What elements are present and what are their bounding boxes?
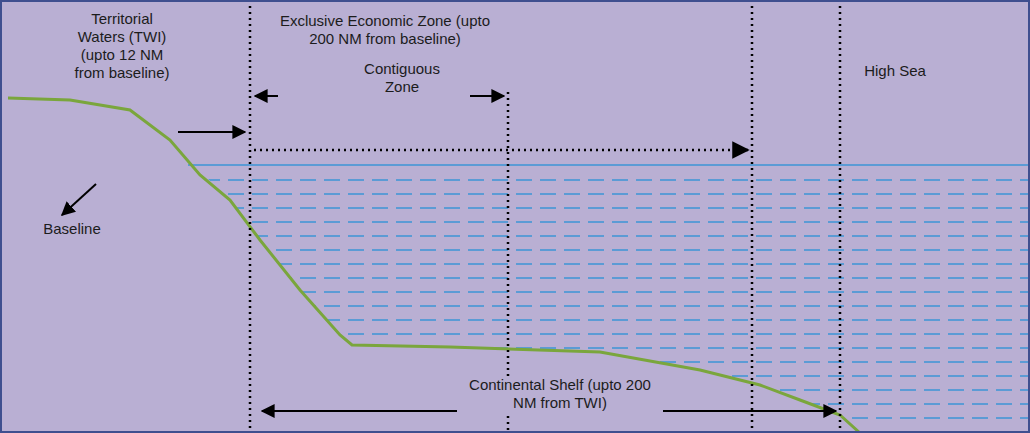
water-dash [180, 249, 1030, 251]
water-dash [180, 277, 1030, 279]
water-dash [180, 291, 1030, 293]
water-dash [180, 207, 1030, 209]
water-dash [180, 417, 1030, 419]
zone-label: Exclusive Economic Zone (upto 200 NM fro… [279, 12, 491, 48]
coast-seabed-profile [8, 98, 860, 433]
zone-boundaries [250, 0, 840, 433]
water-dash [180, 319, 1030, 321]
water-dash [180, 347, 1030, 349]
water-dash [180, 235, 1030, 237]
water-dash [180, 193, 1030, 195]
zone-label: Continental Shelf (upto 200 NM from TWI) [457, 376, 663, 412]
water-dash [180, 179, 1030, 181]
water-dash [180, 263, 1030, 265]
water-dash [180, 361, 1030, 363]
eez-extent-arrow [254, 149, 748, 152]
water-hatching [180, 180, 1030, 432]
zone-label: High Sea [850, 62, 940, 80]
zone-label: Contiguous Zone [359, 60, 445, 96]
water-dash [180, 305, 1030, 307]
callout-label: Baseline [32, 220, 112, 238]
water-dash [180, 333, 1030, 335]
water-dash [180, 221, 1030, 223]
zone-label: Territorial Waters (TWI) (upto 12 NM fro… [67, 10, 177, 82]
pointer-arrows [62, 96, 836, 411]
sea-surface [188, 164, 1030, 166]
